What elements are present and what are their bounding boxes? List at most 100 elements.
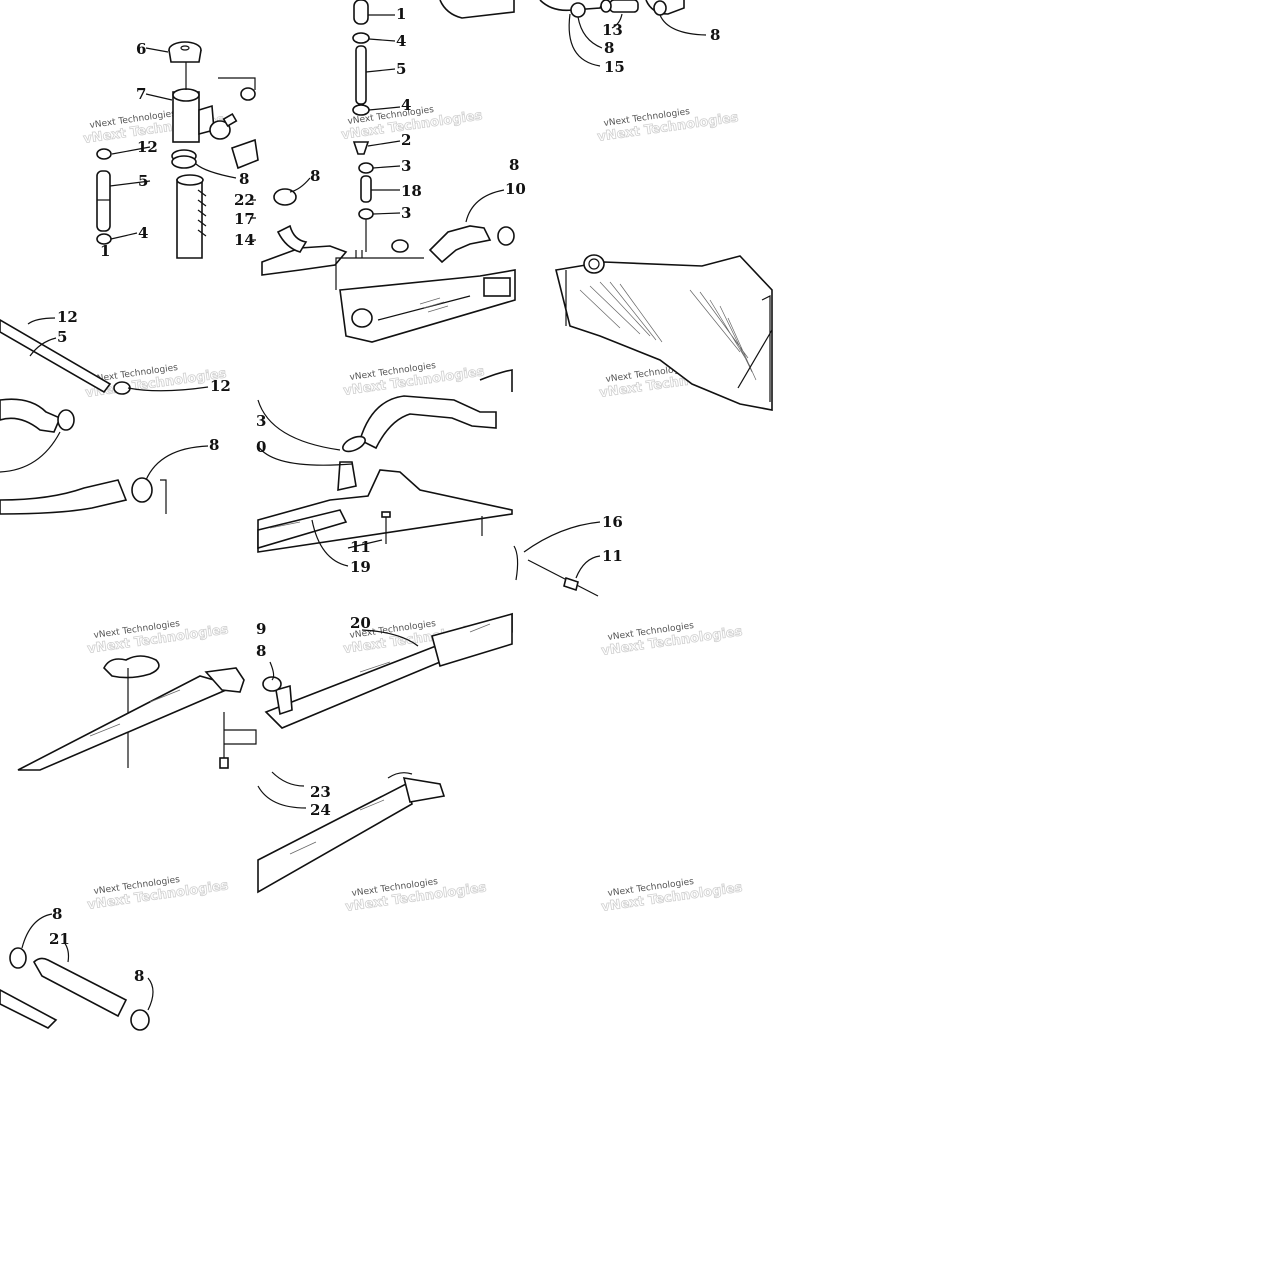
tube bbox=[96, 170, 111, 232]
connector bbox=[609, 0, 639, 13]
tile-exchanger-center: 9 8 20 bbox=[256, 612, 513, 729]
callout-16: 16 bbox=[602, 513, 623, 531]
callout-8: 8 bbox=[52, 905, 62, 923]
callout-0-partial: 0 bbox=[256, 438, 266, 456]
gasket bbox=[103, 655, 160, 679]
rivet bbox=[563, 576, 579, 592]
callout-8: 8 bbox=[134, 967, 144, 985]
tube bbox=[360, 175, 372, 203]
callout-8: 8 bbox=[310, 167, 320, 185]
callout-12: 12 bbox=[210, 377, 231, 395]
hose-clamp bbox=[9, 947, 27, 969]
tile-upper-hoses: 13 8 15 8 bbox=[539, 0, 720, 76]
callout-8: 8 bbox=[604, 39, 614, 57]
heat-shield-panel bbox=[555, 255, 773, 411]
callout-9: 9 bbox=[256, 620, 266, 638]
grommet bbox=[583, 254, 605, 274]
tube bbox=[0, 319, 112, 394]
callout-8-partial: 8 bbox=[509, 156, 519, 174]
frame bbox=[257, 469, 513, 553]
tile-lower-hose: 11 19 3 0 bbox=[256, 369, 513, 576]
callout-8: 8 bbox=[710, 26, 720, 44]
heat-exchanger bbox=[339, 269, 516, 343]
clamp bbox=[113, 381, 131, 395]
callout-5: 5 bbox=[138, 172, 148, 190]
hose-clamp bbox=[342, 435, 366, 453]
callout-5: 5 bbox=[57, 328, 67, 346]
callout-4: 4 bbox=[396, 32, 406, 50]
hose-clamp bbox=[262, 676, 282, 692]
tile-hoses-left: 12 5 12 8 bbox=[0, 308, 231, 515]
radiator-cap bbox=[168, 41, 202, 63]
callout-1-partial: 1 bbox=[100, 242, 110, 260]
hose-clamp bbox=[131, 477, 153, 503]
callout-18: 18 bbox=[401, 182, 422, 200]
callout-4: 4 bbox=[401, 96, 411, 114]
hose-clamp bbox=[57, 409, 75, 431]
heat-exchanger bbox=[257, 782, 413, 894]
reservoir-bottle bbox=[353, 0, 369, 25]
elbow-fitting bbox=[275, 684, 293, 716]
callout-2: 2 bbox=[401, 131, 411, 149]
callout-19: 19 bbox=[350, 558, 371, 576]
tile-exchanger-left bbox=[17, 655, 257, 771]
callout-12: 12 bbox=[137, 138, 158, 156]
hose bbox=[231, 138, 259, 170]
heat-exchanger bbox=[17, 675, 228, 771]
upper-hose bbox=[428, 225, 492, 264]
callout-10-partial: 10 bbox=[505, 180, 526, 198]
callout-8: 8 bbox=[256, 642, 266, 660]
callout-3: 3 bbox=[401, 204, 411, 222]
check-valve bbox=[352, 141, 370, 155]
hose-clamp bbox=[653, 0, 667, 16]
callout-21: 21 bbox=[49, 930, 70, 948]
neck-clamp bbox=[171, 149, 197, 169]
elbow-fitting bbox=[204, 667, 245, 693]
coolant-pipe bbox=[176, 174, 207, 259]
clamp bbox=[352, 32, 370, 44]
callout-5: 5 bbox=[396, 60, 406, 78]
callout-11: 11 bbox=[602, 547, 623, 565]
screw bbox=[219, 757, 229, 769]
tile-overflow-tube: 1 4 5 4 2 3 18 3 8 22 17 14 10 8 bbox=[234, 0, 526, 343]
clamp bbox=[358, 208, 374, 220]
callout-17: 17 bbox=[234, 210, 255, 228]
callout-4: 4 bbox=[138, 224, 148, 242]
callout-22: 22 bbox=[234, 191, 255, 209]
hose-clamp bbox=[600, 0, 612, 13]
callout-11: 11 bbox=[350, 538, 371, 556]
hose bbox=[359, 395, 497, 450]
callout-1: 1 bbox=[396, 5, 406, 23]
clamp bbox=[358, 162, 374, 174]
hose-clamp bbox=[391, 239, 409, 253]
tile-heat-shield bbox=[555, 254, 773, 411]
callout-6: 6 bbox=[136, 40, 146, 58]
callout-24: 24 bbox=[310, 801, 331, 819]
callout-8: 8 bbox=[239, 170, 249, 188]
elbow-fitting bbox=[402, 777, 446, 803]
callout-20: 20 bbox=[350, 614, 371, 632]
screw bbox=[381, 511, 391, 518]
hose-clamp bbox=[570, 2, 586, 18]
callout-8: 8 bbox=[209, 436, 219, 454]
hose bbox=[0, 398, 62, 433]
end-plate bbox=[431, 612, 513, 668]
clamp-upper bbox=[218, 77, 256, 101]
small-clamp bbox=[96, 148, 112, 245]
tile-filler-neck: 6 7 12 5 4 1 8 bbox=[96, 40, 259, 260]
hose-clamp bbox=[209, 112, 238, 140]
frame-rail bbox=[257, 509, 348, 550]
callout-3: 3 bbox=[401, 157, 411, 175]
filler-neck bbox=[172, 62, 215, 143]
callout-13: 13 bbox=[602, 21, 623, 39]
callout-23: 23 bbox=[310, 783, 331, 801]
callout-14: 14 bbox=[234, 231, 255, 249]
hose-clamp bbox=[273, 188, 297, 206]
tube bbox=[355, 45, 367, 105]
callout-3-partial: 3 bbox=[256, 412, 266, 430]
hose bbox=[0, 479, 128, 515]
clamp bbox=[352, 104, 370, 116]
callout-7: 7 bbox=[136, 85, 146, 103]
hose-clamp bbox=[130, 1009, 150, 1031]
tile-rivet: 16 11 bbox=[481, 513, 623, 597]
